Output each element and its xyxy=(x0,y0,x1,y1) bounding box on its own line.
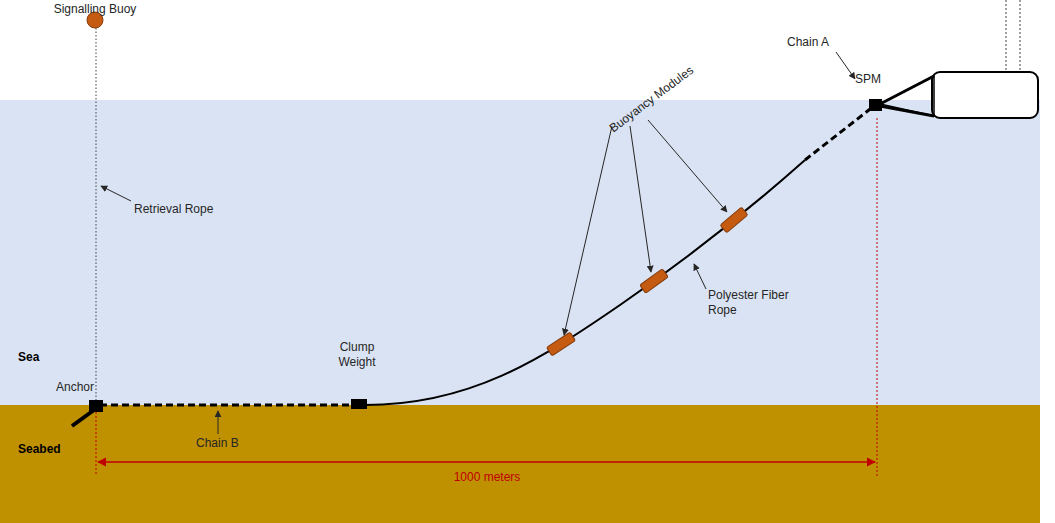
chain-label: Chain B xyxy=(196,436,239,451)
mooring-yoke xyxy=(880,76,934,116)
mooring-yoke xyxy=(880,76,934,116)
polyester-rope xyxy=(365,160,805,405)
anchor-label: Anchor xyxy=(56,380,94,395)
clump-weight xyxy=(351,399,367,409)
anchor xyxy=(89,400,103,412)
chain-b xyxy=(100,404,356,407)
leader-line xyxy=(694,264,706,289)
dimension-arrow xyxy=(98,461,875,462)
chain-a xyxy=(805,106,874,160)
sea-area xyxy=(0,100,1040,405)
weight-label: Clump Weight xyxy=(332,340,382,370)
rope-label: Retrieval Rope xyxy=(134,202,213,217)
rope-label: Polyester Fiber Rope xyxy=(708,288,800,318)
dimension-label: 1000 meters xyxy=(454,470,521,485)
mast-line xyxy=(1020,0,1021,72)
chain-label: Chain A xyxy=(787,35,829,50)
leader-line xyxy=(836,52,855,79)
spm-label: SPM xyxy=(855,72,881,87)
mast-line xyxy=(1006,0,1007,72)
region-label: Seabed xyxy=(18,442,61,457)
region-label: Sea xyxy=(18,350,39,365)
buoyancy-module xyxy=(640,269,669,294)
leader-line xyxy=(564,126,612,335)
anchor-shank xyxy=(72,410,94,426)
spm-buoy xyxy=(869,99,882,111)
leader-line xyxy=(648,120,727,212)
leader-line xyxy=(630,126,651,272)
dimension-extension xyxy=(877,118,878,476)
leader-line xyxy=(218,411,219,434)
dimension-extension xyxy=(96,412,97,476)
buoyancy-module xyxy=(720,207,748,233)
tanker-hull xyxy=(932,72,1038,118)
retrieval-rope xyxy=(96,28,97,400)
buoy-label: Signalling Buoy xyxy=(54,2,137,17)
leader-line xyxy=(101,186,131,201)
buoyancy-module xyxy=(547,332,576,356)
seabed-area xyxy=(0,405,1040,523)
